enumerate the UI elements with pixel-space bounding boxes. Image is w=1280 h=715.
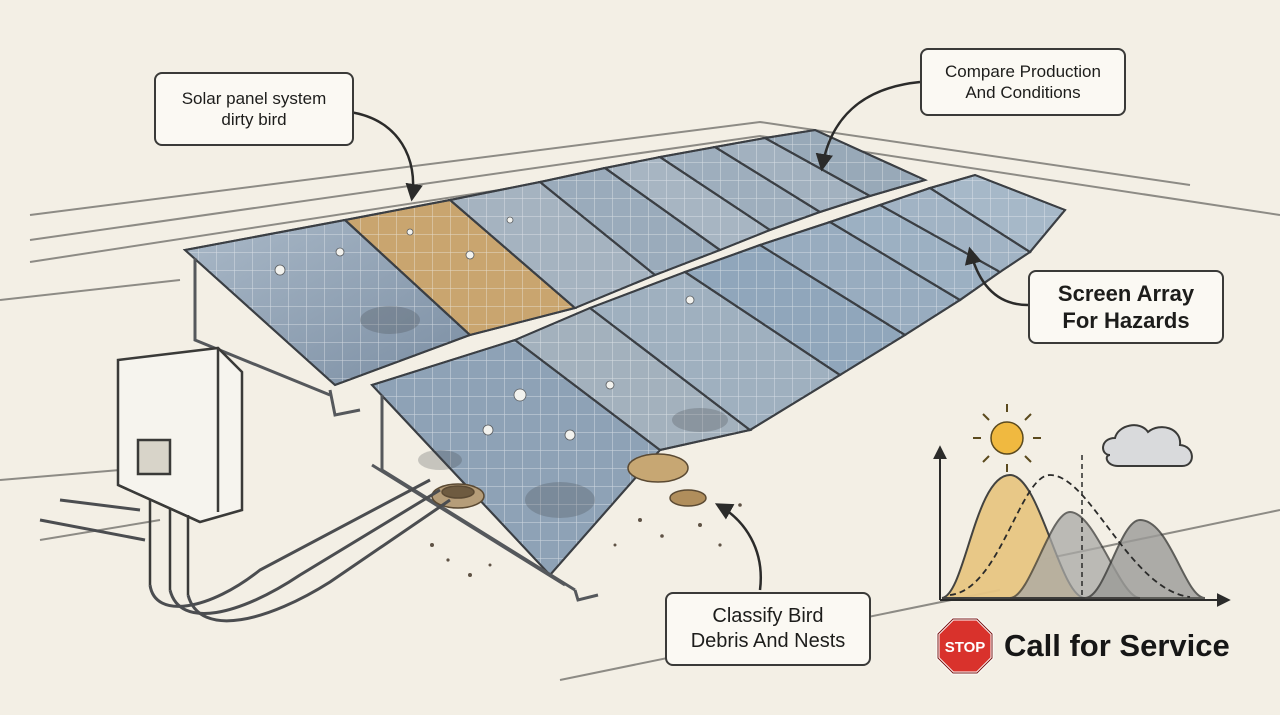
production-curve-cloudy <box>1084 518 1206 599</box>
sun-icon <box>973 404 1041 472</box>
bird-droppings <box>274 216 695 441</box>
callout-compare-line1: Compare Production <box>945 61 1101 81</box>
callout-solar-line1: Solar panel system <box>181 88 327 108</box>
cables <box>39 478 451 623</box>
callout-compare-line2: And Conditions <box>965 83 1081 102</box>
stop-sign-icon: STOP <box>936 617 994 675</box>
callout-classify-debris: Classify Bird Debris And Nests <box>665 592 871 666</box>
callout-solar-panel-system: Solar panel system dirty bird <box>154 72 354 146</box>
production-chart <box>933 404 1231 607</box>
callout-classify-line1: Classify Bird <box>712 605 824 627</box>
inverter-icon <box>116 346 244 595</box>
callout-solar-line2: dirty bird <box>221 110 287 129</box>
cloud-icon <box>1102 424 1193 467</box>
expected-curve <box>949 474 1191 598</box>
callout-screen-array: Screen Array For Hazards <box>1028 270 1224 344</box>
call-for-service: STOP Call for Service <box>936 616 1236 676</box>
scattered-debris <box>430 503 742 577</box>
arrow-screen <box>964 246 1029 307</box>
back-panel-row <box>182 128 928 387</box>
callout-screen-line1: Screen Array <box>1057 280 1195 306</box>
bird-nest-icon <box>431 453 707 509</box>
arrow-solar-panel <box>349 110 423 202</box>
stop-sign-text: STOP <box>945 639 986 656</box>
grime-patches <box>360 306 728 518</box>
callout-compare-production: Compare Production And Conditions <box>920 48 1126 116</box>
front-panel-row <box>370 173 1067 577</box>
arrow-compare <box>815 80 921 172</box>
call-for-service-label: Call for Service <box>1004 628 1230 663</box>
callout-classify-line2: Debris And Nests <box>690 630 846 652</box>
callout-screen-line2: For Hazards <box>1062 308 1190 333</box>
arrow-classify <box>714 503 763 591</box>
